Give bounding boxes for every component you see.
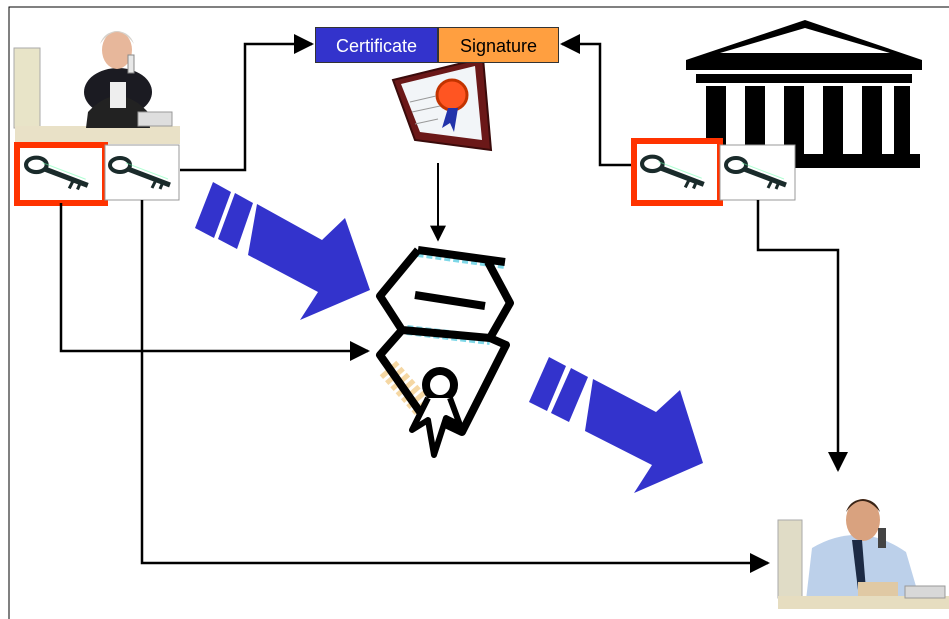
connector-bank-public-key-to-receiver [756,200,848,472]
connector-public-key-to-receiver [140,200,770,573]
signed-document-icon [376,246,514,458]
certificate-label: Certificate [315,27,438,63]
slide-border [8,6,949,619]
connector-private-key-to-document [59,203,370,361]
woman-on-phone-icon [13,31,180,144]
connector-sender-to-certificate [180,34,314,172]
bank-building-icon [686,20,922,168]
flow-arrow-left [195,182,370,320]
flow-arrow-right [529,357,703,493]
signature-label: Signature [438,27,559,63]
man-on-phone-icon [777,499,949,609]
connector-bank-to-signature [560,34,632,167]
certificate-scroll-icon [391,56,493,152]
